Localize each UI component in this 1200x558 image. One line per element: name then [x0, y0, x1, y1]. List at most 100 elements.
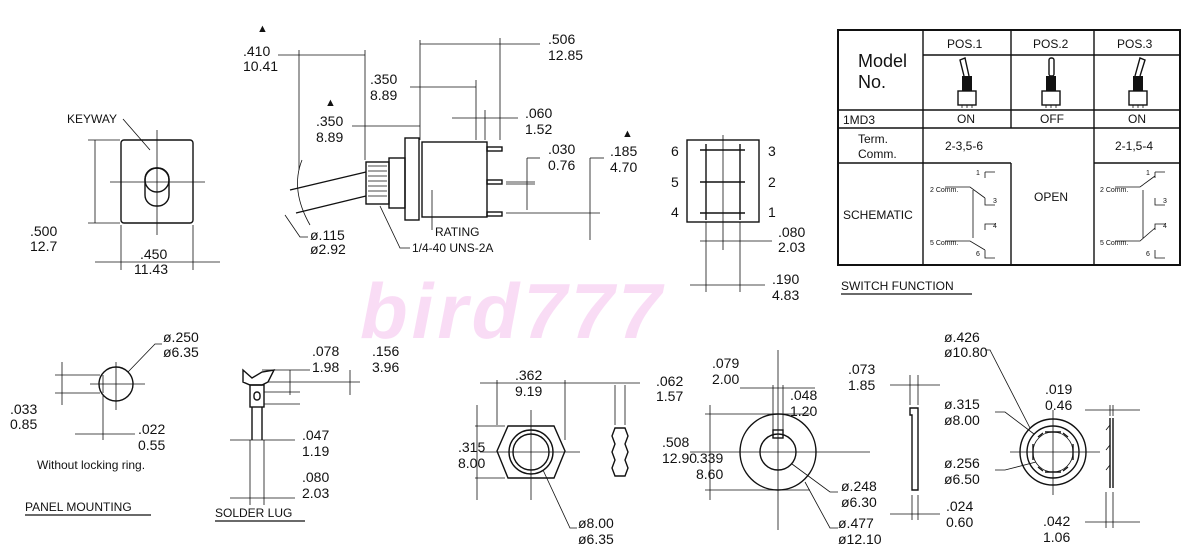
- comm-label: Comm.: [858, 147, 897, 161]
- switch-function-table: Model No. POS.1 POS.2 POS.3 1MD3 ON OFF …: [837, 29, 1181, 295]
- pin-4-label: 4: [671, 204, 679, 220]
- dim-073: .073: [848, 361, 875, 377]
- dim-060: 0.60: [946, 514, 973, 530]
- dim-076: 0.76: [548, 157, 575, 173]
- dim-022: .022: [138, 421, 165, 437]
- dim-185: 1.85: [848, 377, 875, 393]
- dim-198: 1.98: [312, 359, 339, 375]
- model-number: 1MD3: [843, 113, 875, 127]
- dim-width-in: .450: [140, 246, 167, 262]
- dim-024: .024: [946, 498, 973, 514]
- solder-lug: .078 1.98 .156 3.96 .047 1.19 .080 2.03 …: [215, 343, 399, 522]
- dim-860: 8.60: [696, 466, 723, 482]
- schematic-pos3: 1 2 Comm. 3 4 5 Comm. 6: [1100, 170, 1167, 259]
- dim-200: 2.00: [712, 371, 739, 387]
- dim-115: ø.115: [310, 227, 345, 243]
- dim-042: .042: [1043, 513, 1070, 529]
- dim-800: 8.00: [458, 455, 485, 471]
- solder-lug-title: SOLDER LUG: [215, 506, 292, 520]
- pos2-header: POS.2: [1033, 37, 1069, 51]
- marker-icon: ▲: [257, 23, 268, 35]
- dim-055: 0.55: [138, 437, 165, 453]
- dim-080-lug: .080: [302, 469, 329, 485]
- dim-506: .506: [548, 31, 575, 47]
- dim-phi635: ø6.35: [578, 531, 614, 547]
- pin-1-label: 1: [768, 204, 776, 220]
- pos3-header: POS.3: [1117, 37, 1153, 51]
- sch-t4: 4: [1163, 223, 1167, 230]
- toggle-pos3-icon: [1128, 57, 1148, 108]
- dim-048: .048: [790, 387, 817, 403]
- dim-203: 2.03: [778, 239, 805, 255]
- sch-t4: 4: [993, 223, 997, 230]
- side-view: ▲ .410 10.41 .350 8.89 ▲ .350 8.89 .506 …: [243, 23, 637, 257]
- dim-lw-800: ø8.00: [944, 412, 980, 428]
- dim-203-lug: 2.03: [302, 485, 329, 501]
- marker-icon: ▲: [325, 97, 336, 109]
- pin-2-label: 2: [768, 174, 776, 190]
- sch-t6: 6: [1146, 251, 1150, 258]
- dim-046: 0.46: [1045, 397, 1072, 413]
- toggle-pos1-icon: [957, 57, 977, 108]
- dim-650: ø6.50: [944, 471, 980, 487]
- dim-362: .362: [515, 367, 542, 383]
- dim-120: 1.20: [790, 403, 817, 419]
- dim-339: .339: [696, 450, 723, 466]
- pin-6-label: 6: [671, 143, 679, 159]
- pos2-state: OFF: [1040, 112, 1064, 126]
- dim-396: 3.96: [372, 359, 399, 375]
- dim-156: .156: [372, 343, 399, 359]
- dim-106: 1.06: [1043, 529, 1070, 545]
- lock-washer-view: ø.426 ø10.80 ø.315 ø8.00 ø.256 ø6.50 .01…: [944, 329, 1140, 545]
- dim-256: ø.256: [944, 455, 980, 471]
- sch-t3: 3: [1163, 198, 1167, 205]
- dim-width-mm: 11.43: [134, 261, 168, 277]
- dim-height-mm: 12.7: [30, 238, 57, 254]
- pin-5-label: 5: [671, 174, 679, 190]
- pos3-term: 2-1,5-4: [1115, 139, 1153, 153]
- sch-t1: 1: [1146, 170, 1150, 177]
- sch-t5: 5 Comm.: [930, 240, 958, 247]
- dim-889a: 8.89: [370, 87, 397, 103]
- switch-function-title: SWITCH FUNCTION: [841, 279, 954, 293]
- pos3-state: ON: [1128, 112, 1146, 126]
- dim-1210: ø12.10: [838, 531, 882, 547]
- dim-047: .047: [302, 427, 329, 443]
- dim-248: ø.248: [841, 478, 877, 494]
- dim-060: .060: [525, 105, 552, 121]
- dim-292: ø2.92: [310, 241, 346, 257]
- pos1-state: ON: [957, 112, 975, 126]
- pos2-open: OPEN: [1034, 190, 1068, 204]
- dim-889b: 8.89: [316, 129, 343, 145]
- dim-470: 4.70: [610, 159, 637, 175]
- dim-426: ø.426: [944, 329, 980, 345]
- dim-019: .019: [1045, 381, 1072, 397]
- dim-350a: .350: [370, 71, 397, 87]
- dim-635: ø6.35: [163, 344, 199, 360]
- dim-185: .185: [610, 143, 637, 159]
- thread-label: 1/4-40 UNS-2A: [412, 241, 493, 255]
- model-label: Model: [858, 51, 907, 71]
- sch-t3: 3: [993, 198, 997, 205]
- dim-410: .410: [243, 43, 270, 59]
- nut-view: .362 9.19 .315 8.00 ø8.00 ø6.35 .062 1.5…: [458, 367, 683, 547]
- dim-phi800: ø8.00: [578, 515, 614, 531]
- panel-mounting-title: PANEL MOUNTING: [25, 500, 132, 514]
- sch-t2: 2 Comm.: [930, 187, 958, 194]
- toggle-pos2-icon: [1041, 57, 1061, 108]
- sch-t5: 5 Comm.: [1100, 240, 1128, 247]
- dim-508: .508: [662, 434, 689, 450]
- dim-630: ø6.30: [841, 494, 877, 510]
- dim-030: .030: [548, 141, 575, 157]
- keyway-label: KEYWAY: [67, 112, 117, 126]
- pin-3-label: 3: [768, 143, 776, 159]
- dim-1285: 12.85: [548, 47, 583, 63]
- marker-icon: ▲: [622, 128, 633, 140]
- rating-label: RATING: [435, 225, 479, 239]
- dim-033: .033: [10, 401, 37, 417]
- watermark: bird777: [360, 267, 665, 355]
- dim-1041: 10.41: [243, 58, 278, 74]
- schematic-label: SCHEMATIC: [843, 208, 913, 222]
- dim-lw-315: ø.315: [944, 396, 980, 412]
